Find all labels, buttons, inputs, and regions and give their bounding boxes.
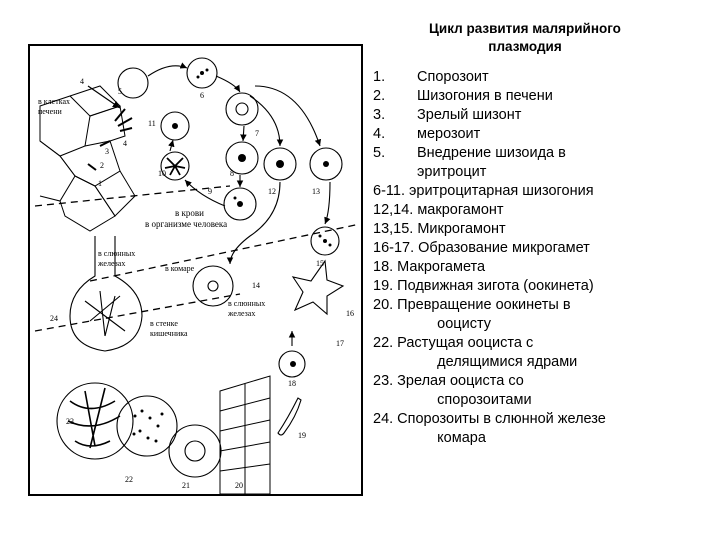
legend-item: 18.Макрогамета [373,259,486,275]
label-liver-1: в клетках [38,97,70,106]
mosquito-dots [290,234,332,367]
stage-number: 12 [268,187,276,196]
legend-item: 2.Шизогония в печени [373,88,553,104]
oocyst-dots [132,409,164,443]
stage-number: 1 [98,179,102,188]
stage-number: 13 [312,187,320,196]
label-gut-wall-1: в стенке [150,319,178,328]
salivary-gland [69,236,143,352]
zone-divider-mosquito [34,293,241,332]
cell-dots [172,68,329,207]
stage-number: 5 [118,87,122,96]
stage-number: 20 [235,481,243,490]
stage-number: 23 [66,417,74,426]
stage-number: 17 [336,339,344,348]
gut-wall-cells [219,375,271,494]
slide-title: Цикл развития малярийного плазмодия [390,20,660,56]
title-line-2: плазмодия [488,39,562,54]
stage-number: 18 [288,379,296,388]
mosquito-stage [192,181,345,436]
legend-item: 12,14.макрогамонт [373,202,504,218]
erythrocytic-cycle [117,57,343,221]
stage-number: 6 [200,91,204,100]
title-line-1: Цикл развития малярийного [429,21,621,36]
stage-number: 14 [252,281,260,290]
legend-item: 16-17.Образование микрогамет [373,240,590,256]
label-blood-1: в крови [175,208,204,218]
sporozoite-arrow [87,85,121,109]
stage-numbers: 4 5 6 11 7 3 4 2 1 10 9 8 12 13 14 15 16… [50,77,354,490]
life-cycle-drawing: в клетках печени в крови в организме чел… [34,57,361,494]
label-blood-2: в организме человека [145,219,227,229]
life-cycle-diagram: в клетках печени в крови в организме чел… [28,44,363,496]
stage-number: 7 [255,129,259,138]
stage-number: 15 [316,259,324,268]
stage-number: 22 [125,475,133,484]
label-mosq-gut-1: в слюнных [98,249,135,258]
zone-divider-liver [34,185,231,207]
legend-list: 1.Спорозоит 2.Шизогония в печени 3.Зрелы… [373,68,708,448]
label-gut-wall-2: кишечника [150,329,188,338]
stage-number: 2 [100,161,104,170]
oocysts [56,382,222,478]
legend-item: 19.Подвижная зигота (оокинета) [373,278,594,294]
label-salivary-2: железах [227,309,255,318]
legend-item: 1.Спорозоит [373,69,489,85]
stage-number: 9 [208,187,212,196]
label-mosq-gut-2: железах [97,259,125,268]
label-salivary-1: в слюнных [228,299,265,308]
legend-item: 13,15.Микрогамонт [373,221,506,237]
stage-number: 21 [182,481,190,490]
cycle-arrows [147,62,322,207]
stage-number: 19 [298,431,306,440]
stage-number: 16 [346,309,354,318]
stage-number: 11 [148,119,156,128]
liver-tissue [39,85,136,232]
stage-number: 3 [105,147,109,156]
stage-number: 8 [230,169,234,178]
merozoite-rosette [164,157,186,176]
label-mosquito: в комаре [165,264,195,273]
stage-number: 4 [80,77,84,86]
oocyst-texture [67,387,121,449]
stage-number: 24 [50,314,58,323]
legend-item: 4.мерозоит [373,126,481,142]
legend-item: 3.Зрелый шизонт [373,107,522,123]
stage-number: 4 [123,139,127,148]
legend-item: 6-11.эритроцитарная шизогония [373,183,594,199]
stage-number: 10 [158,169,166,178]
sporozoites-liver [87,108,133,171]
label-liver-2: печени [38,107,62,116]
zone-divider-blood [89,223,361,282]
